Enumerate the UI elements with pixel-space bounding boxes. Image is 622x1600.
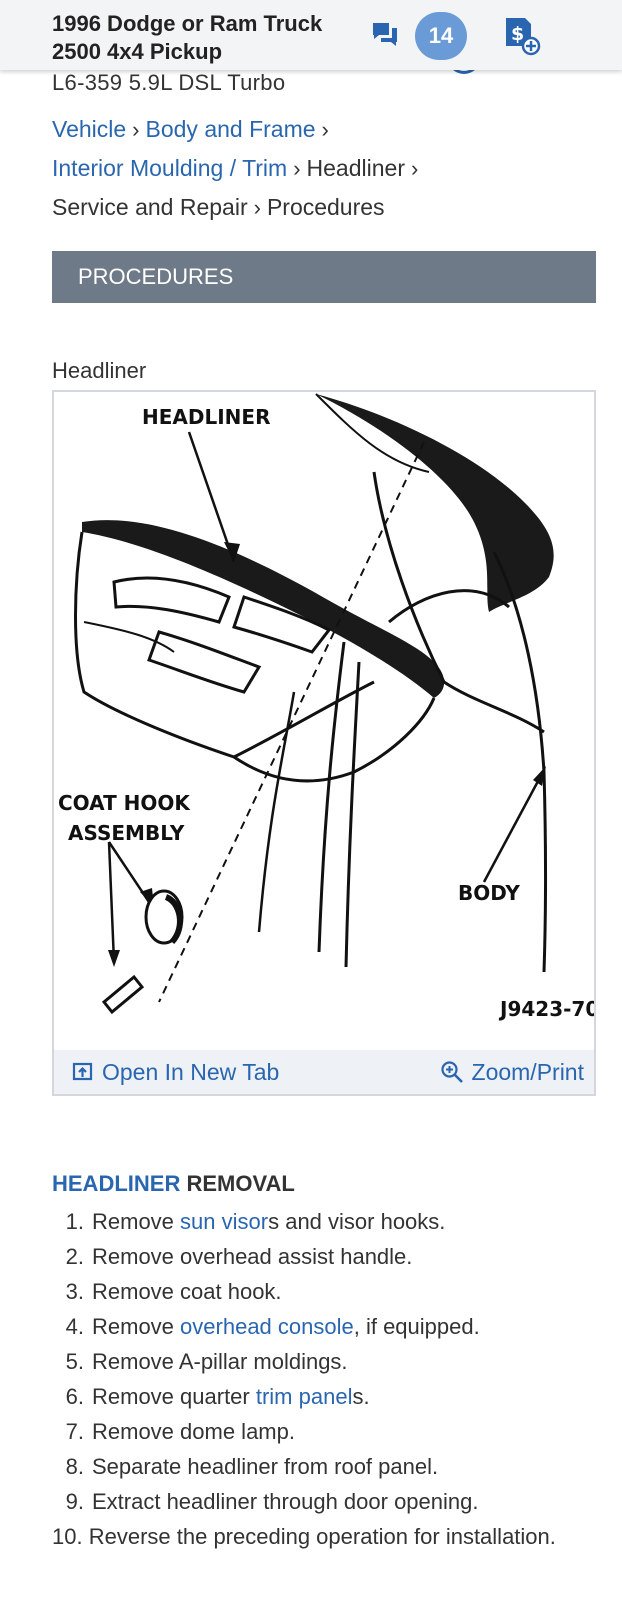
zoom-in-icon <box>440 1061 463 1083</box>
open-new-tab-icon <box>72 1062 93 1081</box>
headliner-heading-link[interactable]: HEADLINER <box>52 1171 181 1196</box>
chevron-right-icon: › <box>293 156 301 181</box>
figure-caption: Headliner <box>52 358 147 383</box>
headliner-diagram: HEADLINER COAT HOOK ASSEMBLY BODY J9423-… <box>58 393 594 1021</box>
engine-subtitle: L6-359 5.9L DSL Turbo <box>52 70 286 95</box>
chevron-right-icon: › <box>410 156 419 181</box>
removal-steps-list: 1.Remove sun visors and visor hooks. 2.R… <box>52 1204 612 1554</box>
svg-text:$: $ <box>511 23 524 45</box>
breadcrumb-headliner: Headliner <box>306 155 405 181</box>
list-item: 4.Remove overhead console, if equipped. <box>65 1314 480 1339</box>
trim-panel-link[interactable]: trim panel <box>255 1384 353 1409</box>
breadcrumb-service-repair: Service and Repair <box>52 194 248 220</box>
breadcrumb-interior-trim[interactable]: Interior Moulding / Trim <box>52 155 288 181</box>
chevron-right-icon: › <box>132 117 140 142</box>
chevron-right-icon: › <box>253 195 261 220</box>
callout-assembly: ASSEMBLY <box>68 821 185 845</box>
callout-coat-hook: COAT HOOK <box>58 791 191 815</box>
chevron-right-icon: › <box>321 117 329 142</box>
list-item: 1.Remove sun visors and visor hooks. <box>65 1209 446 1234</box>
zoom-print-button[interactable]: Zoom/Print <box>440 1059 584 1086</box>
section-title-bar: PROCEDURES <box>52 251 596 303</box>
chat-bubbles-icon[interactable] <box>370 20 400 50</box>
app-header: 1996 Dodge or Ram Truck 2500 4x4 Pickup … <box>0 0 622 70</box>
removal-heading: HEADLINER REMOVAL <box>52 1171 295 1197</box>
list-item: 8.Separate headliner from roof panel. <box>65 1454 439 1479</box>
list-item: 2.Remove overhead assist handle. <box>65 1244 413 1269</box>
list-item: 7.Remove dome lamp. <box>65 1419 295 1444</box>
vehicle-title: 1996 Dodge or Ram Truck 2500 4x4 Pickup <box>52 11 323 64</box>
open-new-tab-button[interactable]: Open In New Tab <box>72 1059 279 1086</box>
list-item: 9.Extract headliner through door opening… <box>65 1489 479 1514</box>
breadcrumb-procedures: Procedures <box>266 194 385 220</box>
figure-actions: Open In New Tab Zoom/Print <box>54 1050 594 1094</box>
breadcrumb: Vehicle›Body and Frame› Interior Mouldin… <box>52 110 592 227</box>
callout-body: BODY <box>458 881 520 905</box>
callout-headliner: HEADLINER <box>142 405 270 429</box>
figure-id: J9423-70 <box>498 997 594 1021</box>
overhead-console-link[interactable]: overhead console <box>180 1314 354 1339</box>
list-item: 3.Remove coat hook. <box>65 1279 282 1304</box>
removal-heading-text: REMOVAL <box>186 1171 295 1196</box>
list-item: 10. Reverse the preceding operation for … <box>52 1524 556 1549</box>
list-item: 5.Remove A-pillar moldings. <box>65 1349 348 1374</box>
breadcrumb-body-frame[interactable]: Body and Frame <box>145 116 316 142</box>
dollar-document-icon[interactable]: $ <box>503 16 541 56</box>
zoom-print-label: Zoom/Print <box>471 1058 584 1085</box>
notification-count-badge[interactable]: 14 <box>415 12 467 60</box>
breadcrumb-vehicle[interactable]: Vehicle <box>52 116 127 142</box>
sun-visor-link[interactable]: sun visor <box>180 1209 269 1234</box>
figure-container: HEADLINER COAT HOOK ASSEMBLY BODY J9423-… <box>52 390 596 1096</box>
open-new-tab-label: Open In New Tab <box>102 1058 280 1085</box>
list-item: 6.Remove quarter trim panels. <box>65 1384 370 1409</box>
